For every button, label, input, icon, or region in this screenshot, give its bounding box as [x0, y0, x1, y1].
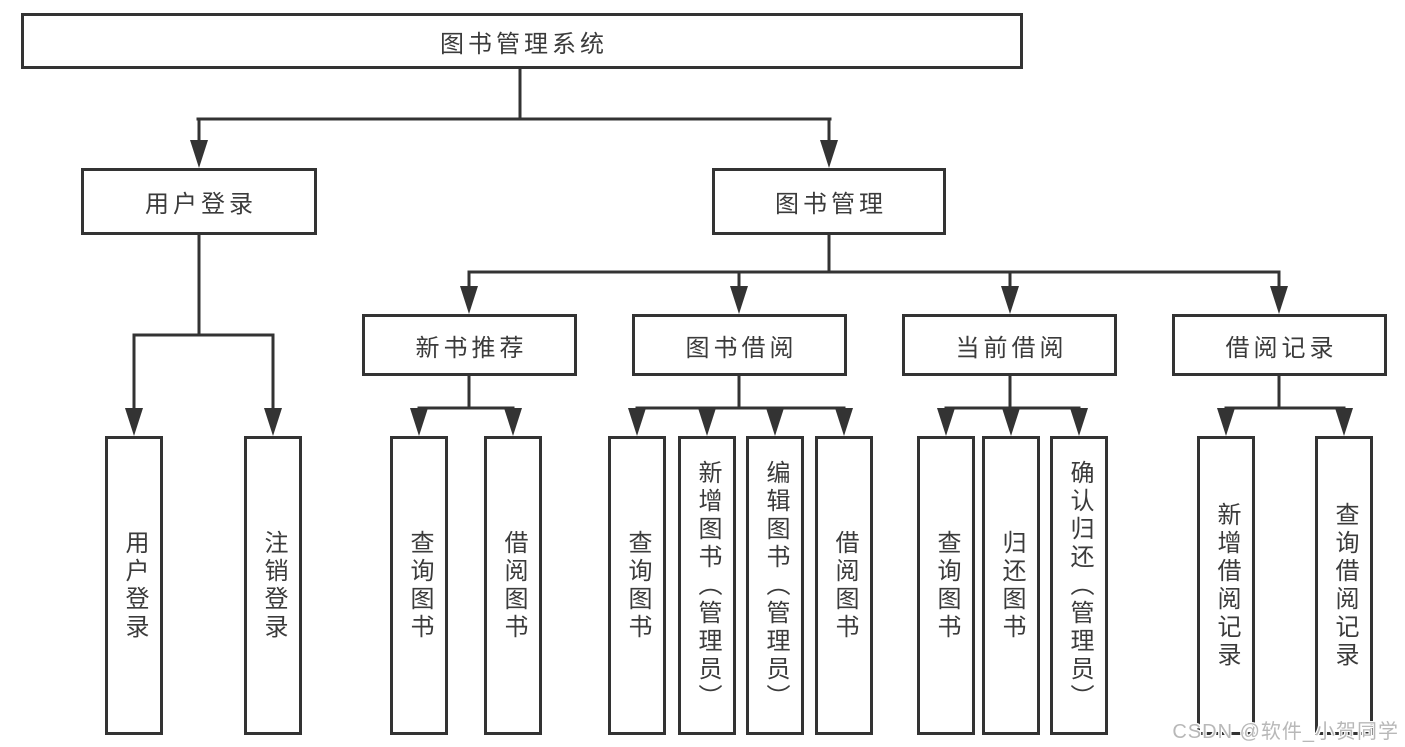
node-label: 注销登录	[260, 529, 287, 642]
leaf-return-books: 归还图书	[982, 436, 1040, 735]
node-label: 图书借阅	[685, 334, 798, 362]
leaf-query-books-recommendation: 查询图书	[390, 436, 448, 735]
node-label: 用户登录	[121, 529, 148, 642]
node-label: 借阅图书	[500, 529, 527, 642]
node-label: 查询借阅记录	[1331, 501, 1358, 670]
node-label: 当前借阅	[955, 334, 1068, 362]
leaf-borrow-books-borrowing: 借阅图书	[815, 436, 873, 735]
leaf-add-book-admin: 新增图书（管理员）	[678, 436, 736, 735]
leaf-user-login: 用户登录	[105, 436, 163, 735]
node-current-borrowing: 当前借阅	[902, 314, 1117, 376]
node-label: 编辑图书（管理员）	[762, 459, 789, 712]
leaf-logout: 注销登录	[244, 436, 302, 735]
leaf-add-borrow-record: 新增借阅记录	[1197, 436, 1255, 735]
node-label: 确认归还（管理员）	[1066, 459, 1093, 712]
leaf-borrow-books-recommendation: 借阅图书	[484, 436, 542, 735]
node-label: 图书管理系统	[440, 30, 608, 58]
arrowheads	[125, 140, 1353, 436]
node-label: 图书管理	[775, 191, 887, 218]
node-label: 借阅图书	[831, 529, 858, 642]
node-label: 新增图书（管理员）	[694, 459, 721, 712]
node-label: 查询图书	[624, 529, 651, 642]
node-library-management-system: 图书管理系统	[21, 13, 1023, 69]
node-label: 借阅记录	[1225, 334, 1338, 362]
leaf-edit-book-admin: 编辑图书（管理员）	[746, 436, 804, 735]
node-label: 查询图书	[406, 529, 433, 642]
leaf-query-books-current: 查询图书	[917, 436, 975, 735]
node-label: 归还图书	[998, 529, 1025, 642]
watermark: CSDN @软件_小贺同学	[1172, 721, 1399, 743]
node-book-management: 图书管理	[712, 168, 946, 235]
node-label: 新书推荐	[415, 334, 528, 362]
node-label: 用户登录	[145, 191, 257, 218]
leaf-query-borrow-record: 查询借阅记录	[1315, 436, 1373, 735]
leaf-query-books-borrowing: 查询图书	[608, 436, 666, 735]
node-user-login: 用户登录	[81, 168, 317, 235]
node-borrowing-records: 借阅记录	[1172, 314, 1387, 376]
leaf-confirm-return-admin: 确认归还（管理员）	[1050, 436, 1108, 735]
node-book-borrowing: 图书借阅	[632, 314, 847, 376]
node-label: 查询图书	[933, 529, 960, 642]
node-new-book-recommendation: 新书推荐	[362, 314, 577, 376]
node-label: 新增借阅记录	[1213, 501, 1240, 670]
